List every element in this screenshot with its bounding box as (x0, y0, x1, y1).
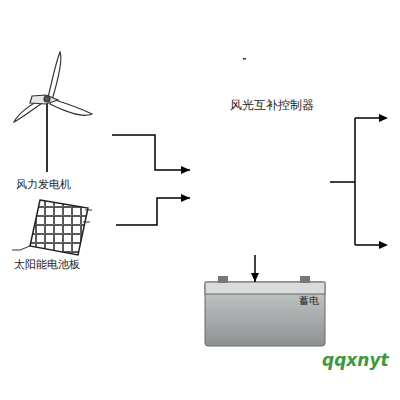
arrow-connector (112, 135, 190, 174)
solar-panel (12, 200, 92, 255)
wind-turbine (14, 52, 92, 172)
battery (205, 276, 325, 346)
node-label: 蓄电 (299, 295, 319, 307)
dot (243, 58, 246, 60)
node-label: 风光互补控制器 (230, 98, 314, 112)
arrow-connector (116, 194, 190, 225)
generator-node: 风力发电机 (8, 75, 112, 193)
node-label: 风力发电机 (16, 178, 71, 191)
battery-node: 蓄电 (205, 282, 325, 346)
watermark: qqxnyt (322, 350, 389, 370)
controller-node: 风光互补控制器 (190, 96, 330, 255)
arrow-connector (251, 255, 259, 282)
output-fork (330, 114, 388, 249)
panel-node: 太阳能电池板 (8, 195, 116, 275)
node-label: 太阳能电池板 (14, 258, 80, 271)
